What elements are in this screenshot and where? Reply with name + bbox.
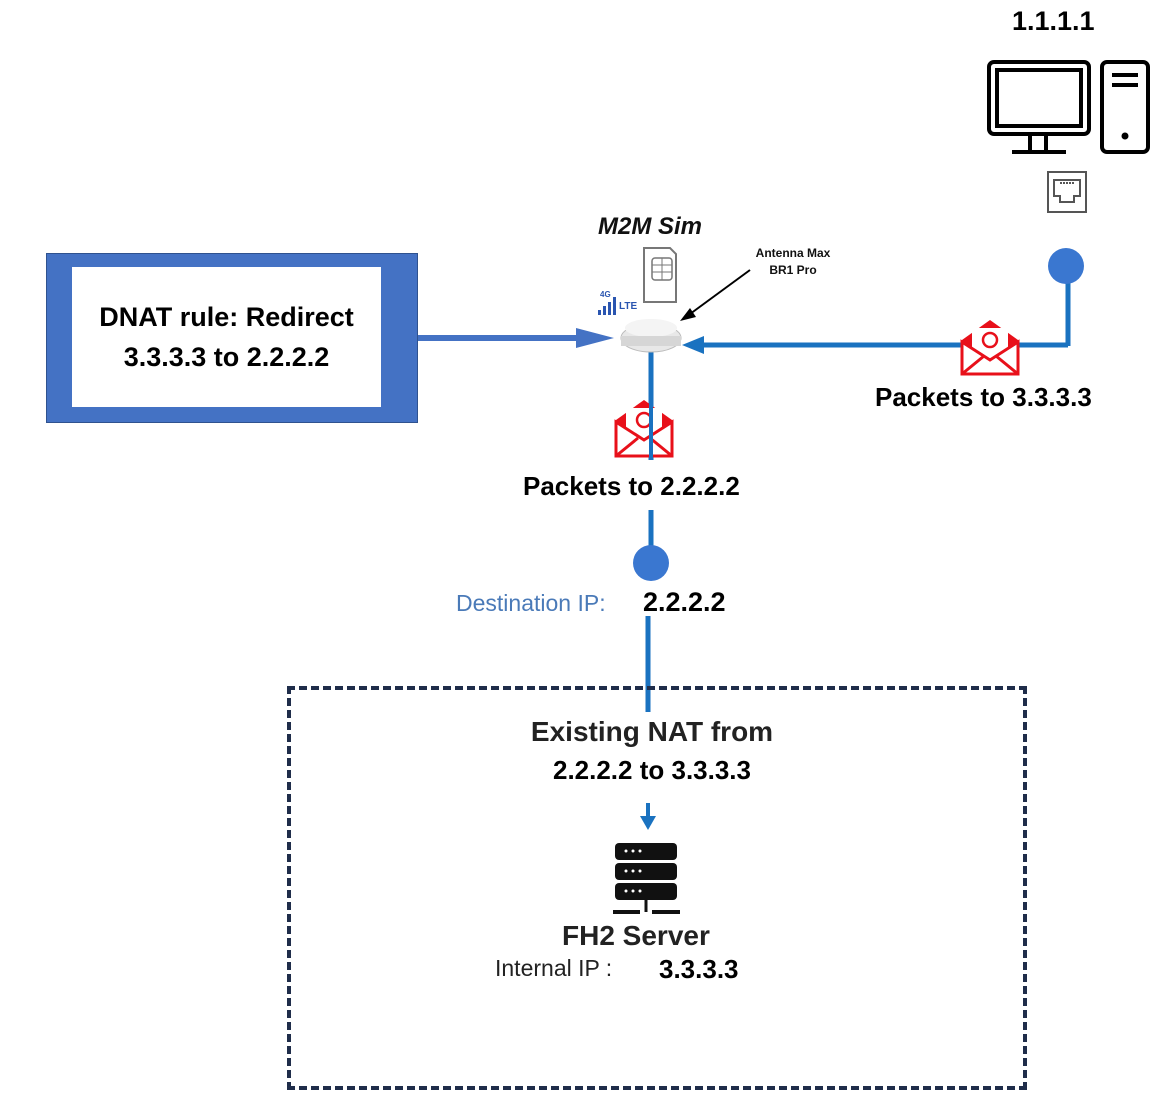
signal-lte-label: LTE (619, 301, 638, 312)
destination-node (633, 545, 669, 581)
desktop-computer-icon (987, 60, 1150, 154)
server-ip-label: Internal IP : (495, 955, 613, 981)
antenna-model-line1: Antenna Max (755, 246, 831, 260)
client-ip-label: 1.1.1.1 (1012, 6, 1095, 36)
client-node (1048, 248, 1084, 284)
packets-in-label: Packets to 3.3.3.3 (875, 382, 1092, 412)
dnat-rule-box: DNAT rule: Redirect 3.3.3.3 to 2.2.2.2 (46, 253, 418, 423)
dnat-arrowhead (576, 328, 614, 348)
email-envelope-icon (614, 400, 674, 458)
destination-ip-label: Destination IP: (456, 590, 606, 616)
server-arrowhead (640, 816, 656, 830)
server-ip-value: 3.3.3.3 (659, 954, 739, 984)
server-rack-icon (613, 843, 680, 914)
dnat-rule-line1: DNAT rule: Redirect (99, 302, 354, 332)
destination-ip-value: 2.2.2.2 (643, 587, 726, 617)
antenna-callout-line (689, 269, 751, 315)
antenna-callout-label: Antenna Max BR1 Pro (745, 245, 841, 279)
router-device-icon (620, 319, 682, 353)
antenna-model-line2: BR1 Pro (769, 263, 817, 277)
lte-signal-icon (598, 297, 616, 315)
nat-zone-boundary (287, 686, 1027, 1090)
server-name: FH2 Server (562, 920, 710, 951)
nat-zone-line1: Existing NAT from (530, 716, 774, 747)
antenna-callout-arrowhead (680, 308, 696, 321)
nat-zone-line2: 2.2.2.2 to 3.3.3.3 (552, 755, 751, 785)
packets-out-label: Packets to 2.2.2.2 (523, 471, 740, 501)
ethernet-port-icon (1047, 171, 1087, 213)
email-envelope-icon (960, 320, 1020, 376)
dnat-rule-line2: 3.3.3.3 to 2.2.2.2 (123, 342, 330, 372)
router-in-arrowhead (682, 336, 704, 354)
signal-badge-4g: 4G (600, 290, 611, 299)
sim-label: M2M Sim (598, 213, 703, 240)
nat-zone-title: Existing NAT from 2.2.2.2 to 3.3.3.3 (440, 714, 864, 790)
dnat-rule-content: DNAT rule: Redirect 3.3.3.3 to 2.2.2.2 (72, 267, 381, 407)
sim-card-icon (643, 247, 677, 303)
